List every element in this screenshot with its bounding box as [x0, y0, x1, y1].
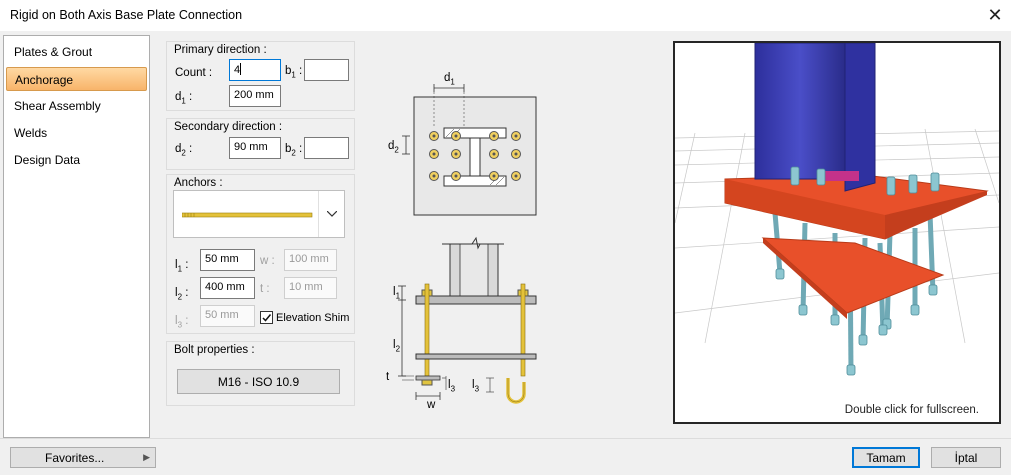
d2-label: d2 :: [175, 143, 193, 158]
sidebar-item-anchorage[interactable]: Anchorage: [6, 67, 147, 91]
l1-label: l1 :: [175, 259, 189, 274]
l3-hook-diagram-label: l3: [472, 379, 480, 394]
l3-diagram-label: l3: [448, 379, 456, 394]
3d-viewer[interactable]: Double click for fullscreen.: [673, 41, 1001, 424]
bolt-properties-title: Bolt properties :: [174, 344, 255, 356]
w-label: w :: [260, 255, 275, 267]
title-bar: Rigid on Both Axis Base Plate Connection…: [0, 0, 1011, 31]
sidebar-item-design-data[interactable]: Design Data: [14, 153, 81, 167]
l2-label: l2 :: [175, 287, 189, 302]
count-label: Count :: [175, 67, 213, 79]
w-input[interactable]: 100 mm: [284, 249, 337, 271]
favorites-label: Favorites...: [45, 450, 105, 465]
d1-input[interactable]: 200 mm: [229, 85, 281, 107]
d1-label: d1 :: [175, 91, 193, 106]
count-input[interactable]: 4: [229, 59, 281, 81]
sidebar-item-welds[interactable]: Welds: [14, 126, 48, 140]
b1-label: b1 :: [285, 65, 303, 80]
straight-anchor-rod-icon: [182, 212, 313, 218]
close-icon[interactable]: ✕: [987, 5, 1003, 25]
elevation-shim-label: Elevation Shim: [276, 312, 350, 324]
sidebar: Plates & Grout Anchorage Shear Assembly …: [3, 35, 150, 438]
bottom-bar: [0, 438, 1011, 475]
b1-input[interactable]: [304, 59, 349, 81]
ok-button[interactable]: Tamam: [852, 447, 920, 468]
t-input[interactable]: 10 mm: [284, 277, 337, 299]
anchors-title: Anchors :: [174, 177, 223, 189]
l2-input[interactable]: 400 mm: [200, 277, 255, 299]
t-label: t :: [260, 283, 270, 295]
b2-input[interactable]: [304, 137, 349, 159]
count-value: 4: [234, 64, 241, 76]
d2-diagram-label: d2: [388, 140, 399, 155]
l3-label: l3 :: [175, 315, 189, 330]
sidebar-item-plates-grout[interactable]: Plates & Grout: [14, 45, 93, 59]
favorites-button[interactable]: Favorites... ▶: [10, 447, 156, 468]
b2-label: b2 :: [285, 143, 303, 158]
primary-direction-title: Primary direction :: [174, 44, 267, 56]
anchor-type-dropdown[interactable]: [173, 190, 345, 238]
d1-diagram-label: d1: [444, 72, 455, 87]
l1-input[interactable]: 50 mm: [200, 249, 255, 271]
elevation-view-diagram: [398, 236, 537, 404]
l2-diagram-label: l2: [393, 339, 401, 354]
chevron-down-icon[interactable]: [318, 191, 344, 237]
window-title: Rigid on Both Axis Base Plate Connection: [10, 8, 243, 22]
d2-input[interactable]: 90 mm: [229, 137, 281, 159]
t-diagram-label: t: [386, 371, 390, 383]
sidebar-item-shear-assembly[interactable]: Shear Assembly: [14, 99, 101, 113]
checkmark-icon: [262, 314, 272, 322]
w-diagram-label: w: [427, 399, 436, 411]
chevron-right-icon: ▶: [143, 452, 150, 462]
l1-diagram-label: l1: [393, 286, 401, 301]
plan-view-diagram: [402, 84, 537, 216]
cancel-button[interactable]: İptal: [931, 447, 1001, 468]
l3-input[interactable]: 50 mm: [200, 305, 255, 327]
secondary-direction-title: Secondary direction :: [174, 121, 283, 133]
text-caret: [240, 63, 242, 75]
elevation-shim-checkbox[interactable]: [260, 311, 273, 324]
3d-model-render: [675, 43, 999, 376]
bolt-spec-button[interactable]: M16 - ISO 10.9: [177, 369, 340, 394]
fullscreen-hint: Double click for fullscreen.: [844, 404, 979, 416]
